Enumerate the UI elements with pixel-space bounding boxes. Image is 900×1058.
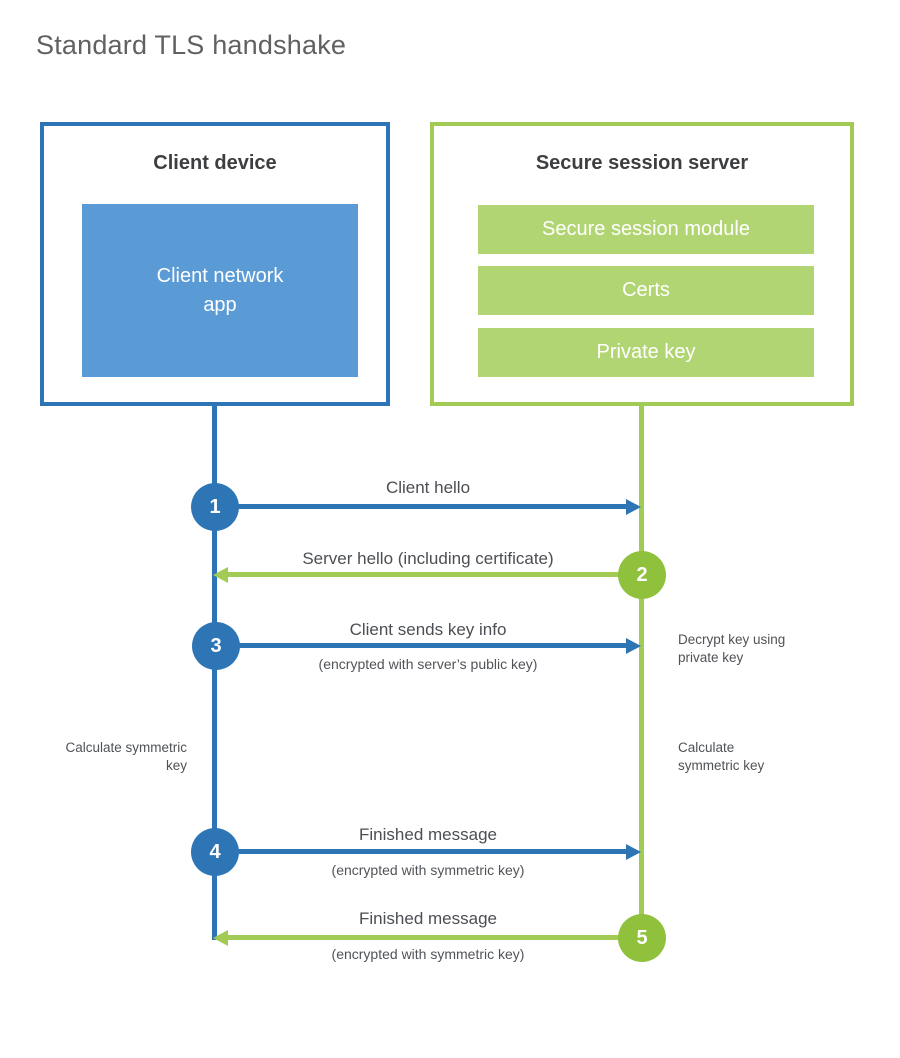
- step-3-label: Client sends key info: [349, 620, 507, 639]
- client-device-box: Client device Client network app: [40, 122, 390, 406]
- step-2-arrowhead-icon: [213, 567, 228, 583]
- step-1-circle: 1: [191, 483, 239, 531]
- step-3-circle: 3: [192, 622, 240, 670]
- step-3-arrow: [216, 643, 627, 648]
- client-network-app-box: Client network app: [82, 204, 358, 377]
- client-lifeline: [212, 404, 217, 940]
- server-box: Secure session server Secure session mod…: [430, 122, 854, 406]
- note-calculate-symmetric-key-left: Calculate symmetric key: [65, 740, 187, 773]
- step-2-label: Server hello (including certificate): [302, 549, 554, 568]
- note-decrypt-key: Decrypt key using private key: [678, 632, 786, 665]
- step-5-arrowhead-icon: [213, 930, 228, 946]
- step-1-label: Client hello: [385, 478, 471, 497]
- step-4-circle: 4: [191, 828, 239, 876]
- step-3-arrowhead-icon: [626, 638, 641, 654]
- client-device-heading: Client device: [153, 152, 277, 174]
- step-4-label: Finished message: [359, 825, 497, 844]
- step-5-arrow: [228, 935, 630, 940]
- step-4-arrow: [215, 849, 627, 854]
- server-lifeline: [639, 404, 644, 938]
- step-2-circle: 2: [618, 551, 666, 599]
- server-module-certs: Certs: [478, 266, 814, 315]
- step-2-arrow: [228, 572, 630, 577]
- step-3-sublabel: (encrypted with server’s public key): [318, 656, 538, 672]
- step-5-label: Finished message: [359, 909, 497, 928]
- server-heading: Secure session server: [535, 152, 749, 174]
- step-1-arrow: [215, 504, 627, 509]
- step-1-arrowhead-icon: [626, 499, 641, 515]
- step-4-sublabel: (encrypted with symmetric key): [331, 862, 525, 878]
- server-module-private-key: Private key: [478, 328, 814, 377]
- step-5-circle: 5: [618, 914, 666, 962]
- server-module-secure-session-module: Secure session module: [478, 205, 814, 254]
- client-network-app-label: Client network app: [156, 264, 284, 316]
- step-4-arrowhead-icon: [626, 844, 641, 860]
- page-title: Standard TLS handshake: [36, 30, 347, 60]
- note-calculate-symmetric-key-right: Calculate symmetric key: [678, 740, 765, 773]
- step-5-sublabel: (encrypted with symmetric key): [331, 946, 525, 962]
